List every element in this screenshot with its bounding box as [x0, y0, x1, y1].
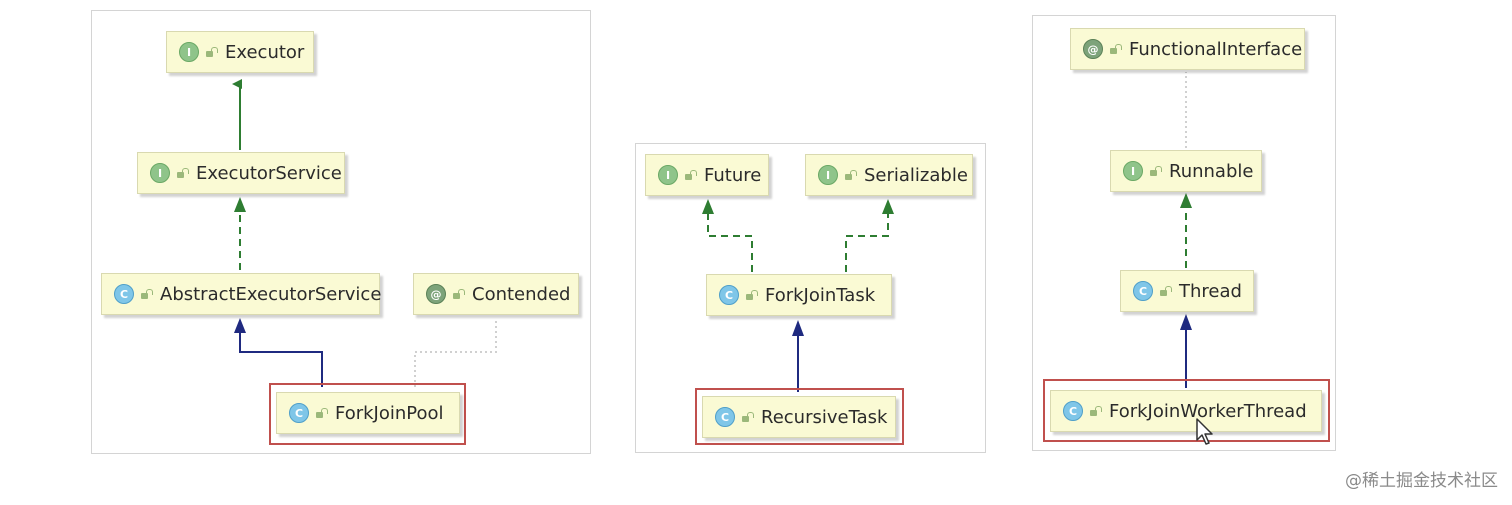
node-future[interactable]: I Future	[645, 154, 769, 196]
class-icon: C	[1063, 401, 1083, 421]
class-icon: C	[1133, 281, 1153, 301]
annotation-icon: @	[426, 284, 446, 304]
interface-icon: I	[818, 165, 838, 185]
lock-icon	[844, 169, 857, 181]
mouse-cursor-icon	[1196, 418, 1213, 445]
node-label: Executor	[225, 41, 305, 63]
node-serializable[interactable]: I Serializable	[805, 154, 973, 196]
edge-thread-to-runnable	[1180, 193, 1192, 268]
lock-icon	[741, 411, 754, 423]
lock-icon	[1109, 43, 1122, 55]
interface-icon: I	[1123, 161, 1143, 181]
lock-icon	[205, 46, 218, 58]
node-label: Runnable	[1169, 160, 1254, 182]
highlight-recursivetask	[695, 388, 904, 445]
node-forkjoinworkerthread[interactable]: C ForkJoinWorkerThread	[1050, 390, 1322, 432]
edge-forkjointask-to-future	[702, 199, 753, 272]
node-forkjoinpool[interactable]: C ForkJoinPool	[276, 392, 460, 434]
class-icon: C	[114, 284, 134, 304]
interface-icon: I	[658, 165, 678, 185]
highlight-forkjoinpool	[269, 383, 466, 445]
node-contended[interactable]: @ Contended	[413, 273, 579, 315]
lock-icon	[176, 167, 189, 179]
lock-icon	[452, 288, 465, 300]
node-label: Contended	[472, 283, 571, 305]
edge-forkjoinpool-to-contended	[414, 318, 497, 387]
class-icon: C	[715, 407, 735, 427]
interface-icon: I	[150, 163, 170, 183]
node-label: ExecutorService	[196, 162, 342, 184]
lock-icon	[1149, 165, 1162, 177]
edge-forkjointask-to-serializable	[845, 199, 894, 272]
node-runnable[interactable]: I Runnable	[1110, 150, 1262, 192]
lock-icon	[1159, 285, 1172, 297]
interface-icon: I	[179, 42, 199, 62]
lock-icon	[140, 288, 153, 300]
annotation-icon: @	[1083, 39, 1103, 59]
node-label: AbstractExecutorService	[160, 283, 382, 305]
node-label: Thread	[1179, 280, 1242, 302]
node-functionalinterface[interactable]: @ FunctionalInterface	[1070, 28, 1305, 70]
node-label: ForkJoinTask	[765, 284, 876, 306]
node-executorservice[interactable]: I ExecutorService	[137, 152, 345, 194]
node-label: ForkJoinWorkerThread	[1109, 400, 1307, 422]
edge-forkjoinworkerthread-to-thread	[1180, 314, 1192, 388]
lock-icon	[1089, 405, 1102, 417]
watermark: @稀土掘金技术社区	[1345, 471, 1498, 491]
node-label: FunctionalInterface	[1129, 38, 1303, 60]
class-icon: C	[719, 285, 739, 305]
edge-recursivetask-to-forkjointask	[792, 320, 804, 392]
node-executor[interactable]: I Executor	[166, 31, 314, 73]
diagram-panel-forkjoinworkerthread	[1032, 15, 1336, 451]
node-label: Future	[704, 164, 762, 186]
node-abstractexecutorservice[interactable]: C AbstractExecutorService	[101, 273, 382, 315]
node-forkjointask[interactable]: C ForkJoinTask	[706, 274, 892, 316]
node-label: RecursiveTask	[761, 406, 888, 428]
lock-icon	[684, 169, 697, 181]
node-thread[interactable]: C Thread	[1120, 270, 1254, 312]
node-label: ForkJoinPool	[335, 402, 444, 424]
node-recursivetask[interactable]: C RecursiveTask	[702, 396, 896, 438]
edge-abstractexecutorservice-to-executorservice	[234, 197, 246, 270]
edge-forkjoinpool-to-abstractexecutorservice	[234, 318, 323, 387]
class-icon: C	[289, 403, 309, 423]
lock-icon	[315, 407, 328, 419]
lock-icon	[745, 289, 758, 301]
diagram-panel-forkjoinpool	[91, 10, 591, 454]
node-label: Serializable	[864, 164, 968, 186]
highlight-forkjoinworkerthread	[1043, 379, 1330, 442]
